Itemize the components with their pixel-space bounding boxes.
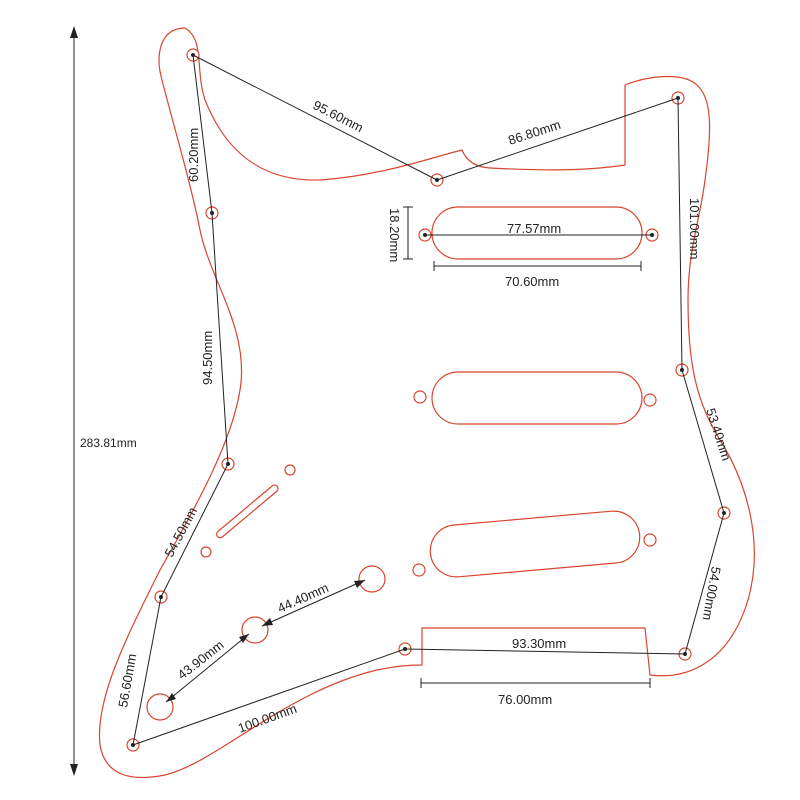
label-knob-spacing-lower: 43.90mm	[175, 637, 227, 682]
label-overall-height: 283.81mm	[80, 436, 137, 450]
label-pickup-height: 18.20mm	[387, 208, 402, 262]
hole-center-dot	[191, 53, 195, 57]
pickup-cutout-middle	[431, 371, 643, 425]
label-bottom-screw-span: 93.30mm	[512, 636, 566, 651]
dim-line-left-lower	[160, 463, 229, 598]
label-right-lower-edge: 54.00mm	[700, 565, 724, 621]
pickup-screw-middle-left	[413, 390, 427, 404]
label-left-upper-edge: 60.20mm	[186, 128, 201, 182]
arrow-icon	[239, 634, 249, 643]
label-bottom-left-edge: 56.60mm	[115, 653, 139, 709]
arrow-icon	[166, 693, 176, 702]
arrow-down-icon	[70, 764, 78, 776]
dim-line-bottom-screw-span	[404, 648, 686, 655]
arrow-up-icon	[70, 26, 78, 38]
hole-center-dot	[683, 652, 687, 656]
hole-center-dot	[159, 595, 163, 599]
dimension-lines	[70, 26, 725, 776]
switch-screw-bottom	[200, 546, 212, 558]
label-right-upper-edge: 101.00mm	[687, 198, 702, 259]
pickup-screw-middle-right	[643, 393, 657, 407]
hole-center-dot	[403, 647, 407, 651]
dim-line-knob-upper	[261, 579, 366, 627]
dim-line-top-right	[436, 97, 679, 181]
knob-hole-tone-1	[241, 616, 269, 644]
dim-line-bottom	[132, 648, 406, 746]
arrow-icon	[262, 618, 273, 626]
pickup-cutout-neck	[431, 206, 643, 260]
label-left-mid-edge: 94.50mm	[200, 331, 215, 385]
hole-center-dot	[423, 233, 427, 237]
dim-line-left-upper	[192, 54, 213, 214]
hole-center-dot	[435, 178, 439, 182]
hole-center-dot	[226, 462, 230, 466]
hole-center-dot	[131, 743, 135, 747]
hole-center-dots	[131, 53, 726, 747]
dim-line-knob-lower	[165, 633, 250, 703]
label-knob-spacing-upper: 44.40mm	[275, 580, 331, 616]
hole-center-dot	[680, 368, 684, 372]
pickguard-outline	[98, 27, 755, 779]
dimension-labels: 283.81mm 95.60mm 86.80mm 60.20mm 94.50mm…	[80, 97, 734, 736]
pickup-cutout-bridge	[429, 510, 641, 578]
pickup-screw-bridge-right	[643, 533, 657, 547]
label-right-mid-edge: 53.40mm	[703, 406, 734, 462]
hole-center-dot	[210, 211, 214, 215]
hole-center-dot	[650, 233, 654, 237]
arrow-icon	[354, 580, 365, 588]
dim-line-left-mid	[211, 212, 229, 465]
hole-center-dot	[722, 511, 726, 515]
switch-slot	[216, 484, 279, 539]
label-pickup-width: 70.60mm	[505, 274, 559, 289]
dim-line-bottom-left	[132, 596, 162, 746]
label-pickup-spacing: 77.57mm	[507, 221, 561, 236]
label-notch-to-top-right: 86.80mm	[506, 117, 562, 148]
knob-hole-volume	[358, 565, 386, 593]
switch-screw-top	[284, 464, 296, 476]
dim-line-top-left	[192, 54, 438, 181]
dim-line-right-lower	[684, 512, 725, 655]
dim-line-right-upper	[677, 97, 683, 371]
label-jack-cutout-width: 76.00mm	[498, 692, 552, 707]
dim-line-right-mid	[681, 369, 725, 514]
label-bottom-edge: 100.00mm	[236, 701, 299, 736]
knob-hole-tone-2	[146, 693, 174, 721]
pickup-screw-bridge-left	[412, 563, 426, 577]
hole-center-dot	[676, 96, 680, 100]
